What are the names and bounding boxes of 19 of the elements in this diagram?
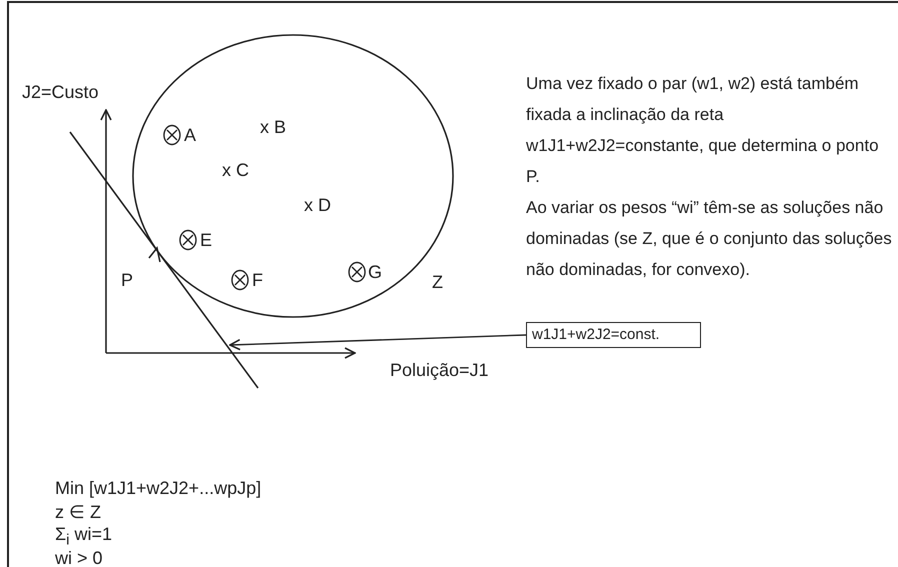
description-text: Ao variar os pesos “wi” têm-se as soluções não dominadas (se Z, que é o conjunto das soluções não dominadas, for convexo). [526,197,892,281]
point-label: E [200,230,212,250]
formula-box: w1J1+w2J2=const. [526,322,701,348]
point-label: x B [260,117,286,137]
point-label: F [252,270,263,290]
formula-text: Σ$_{i}$ wi=1 [55,524,112,551]
formula-text: Min [w1J1+w2J2+...wpJp] [55,478,262,498]
point-label: P [121,270,134,290]
formula-text: z ∈ Z [55,502,101,522]
set-label: Z [432,272,443,292]
leader-arrow [229,334,526,350]
point-label: x C [222,160,249,180]
axis-label: Poluição=J1 [390,360,489,380]
point-label: G [368,262,382,282]
description-text: Uma vez fixado o par (w1, w2) está também fixada a inclinação da reta w1J1+w2J2=constante, que determina o ponto P. [526,73,880,188]
axis-label: J2=Custo [22,82,99,102]
point-label: x D [304,195,331,215]
point-label: A [184,125,196,145]
formula-text: wi > 0 [55,548,103,567]
